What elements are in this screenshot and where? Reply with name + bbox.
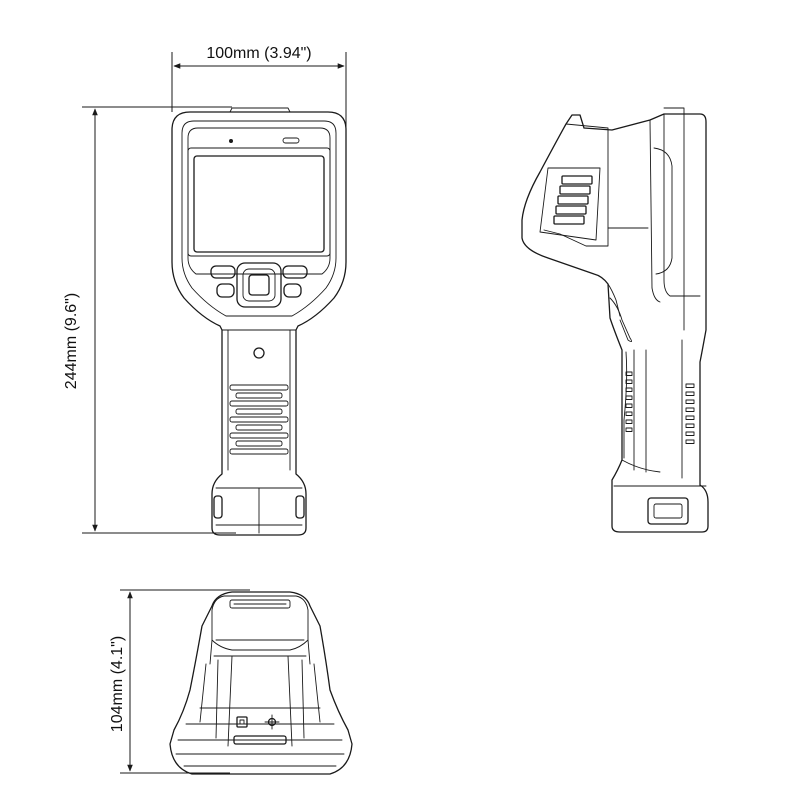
side-view <box>521 107 709 533</box>
grip-ribs <box>229 384 289 455</box>
handle-ribs-left <box>625 371 633 432</box>
width-label: 100mm (3.94") <box>206 45 311 62</box>
side-vent <box>553 175 593 225</box>
height-label: 244mm (9.6") <box>63 293 80 389</box>
bottom-view <box>169 591 353 775</box>
depth-label: 104mm (4.1") <box>109 636 126 732</box>
front-view <box>171 107 347 536</box>
handle-ribs-right <box>685 383 695 444</box>
depth-dimension: 104mm (4.1") <box>109 589 250 774</box>
width-dimension: 100mm (3.94") <box>171 45 347 130</box>
height-dimension: 244mm (9.6") <box>63 106 236 534</box>
